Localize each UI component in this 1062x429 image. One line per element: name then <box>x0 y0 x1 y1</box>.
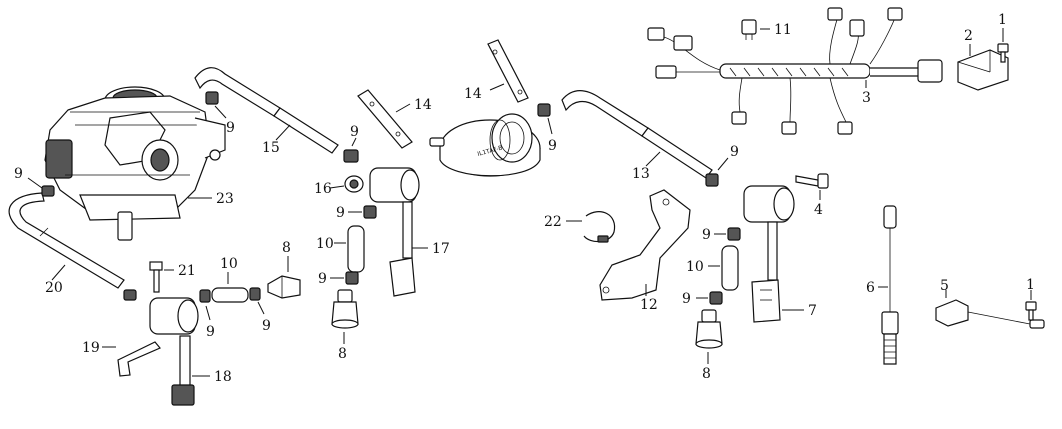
callout-9-c: 9 <box>206 324 215 340</box>
carburetor-assembly <box>44 86 226 241</box>
bolt-21 <box>149 261 163 293</box>
callout-21: 21 <box>178 263 196 279</box>
solenoid-valve-18 <box>149 297 199 406</box>
callout-5: 5 <box>940 278 949 294</box>
callout-9-f: 9 <box>336 205 345 221</box>
callout-9-g: 9 <box>318 271 327 287</box>
callout-23: 23 <box>216 191 234 207</box>
callout-10-c: 10 <box>686 259 704 275</box>
callout-8-c: 8 <box>702 366 711 382</box>
grommet-16 <box>344 175 364 193</box>
bracket-strap-14-left <box>357 89 413 149</box>
callout-11: 11 <box>774 22 792 38</box>
callout-9-d: 9 <box>262 318 271 334</box>
filter-8-right <box>695 309 723 349</box>
callout-18: 18 <box>214 369 232 385</box>
callout-9-j: 9 <box>702 227 711 243</box>
callout-6: 6 <box>866 280 875 296</box>
callout-13: 13 <box>632 166 650 182</box>
hose-20 <box>8 192 125 289</box>
hose-clip <box>41 185 55 197</box>
bracket-19 <box>117 341 161 377</box>
hose-clip <box>199 287 261 303</box>
charcoal-canister: IL1TAF-B <box>429 113 541 177</box>
callout-9-h: 9 <box>548 138 557 154</box>
sensor-5 <box>935 299 1045 329</box>
callout-12: 12 <box>640 297 658 313</box>
bracket-12 <box>599 189 691 301</box>
hose-15 <box>194 67 339 154</box>
hose-clip <box>709 291 723 305</box>
bracket-strap-14-right <box>487 39 529 103</box>
callout-9-i: 9 <box>730 144 739 160</box>
callout-8-b: 8 <box>338 346 347 362</box>
callout-14-b: 14 <box>464 86 482 102</box>
oxygen-sensor-6 <box>881 205 899 365</box>
callout-17: 17 <box>432 241 450 257</box>
callout-15: 15 <box>262 140 280 156</box>
hose-clip <box>343 149 359 163</box>
callout-14-a: 14 <box>414 97 432 113</box>
callout-1-a: 1 <box>998 12 1007 28</box>
solenoid-valve-17 <box>369 167 420 297</box>
hose-clip <box>205 91 219 105</box>
callout-10-b: 10 <box>316 236 334 252</box>
callout-22: 22 <box>544 214 562 230</box>
bolt-4 <box>795 173 829 189</box>
hose-clip <box>705 173 719 187</box>
solenoid-valve-7 <box>743 185 795 323</box>
bolt-1-top <box>997 43 1009 63</box>
callout-9-e: 9 <box>350 124 359 140</box>
callout-2: 2 <box>964 28 973 44</box>
callout-4: 4 <box>814 202 823 218</box>
callout-1-b: 1 <box>1026 277 1035 293</box>
hose-clip <box>123 289 137 301</box>
callout-8-a: 8 <box>282 240 291 256</box>
filter-8-middle <box>331 289 359 329</box>
bolt-1-bottom <box>1025 301 1037 321</box>
callout-20: 20 <box>45 280 63 296</box>
hose-10-middle <box>347 225 365 273</box>
filter-8-left <box>267 275 301 299</box>
hose-13 <box>561 90 713 179</box>
hose-10-left <box>211 287 249 303</box>
callout-9-a: 9 <box>14 166 23 182</box>
callout-16: 16 <box>314 181 332 197</box>
wiring-harness-3 <box>647 7 943 135</box>
callout-9-k: 9 <box>682 291 691 307</box>
hose-clip <box>363 205 377 219</box>
callout-19: 19 <box>82 340 100 356</box>
callout-9-b: 9 <box>226 120 235 136</box>
hose-clip <box>537 103 551 117</box>
hose-clip <box>727 227 741 241</box>
hose-10-right <box>721 245 739 291</box>
relay-11 <box>741 19 757 40</box>
regulator-2 <box>957 49 1009 91</box>
callout-10-a: 10 <box>220 256 238 272</box>
clamp-band-22 <box>583 211 616 243</box>
callout-7: 7 <box>808 303 817 319</box>
callout-3: 3 <box>862 90 871 106</box>
hose-clip <box>345 271 359 285</box>
